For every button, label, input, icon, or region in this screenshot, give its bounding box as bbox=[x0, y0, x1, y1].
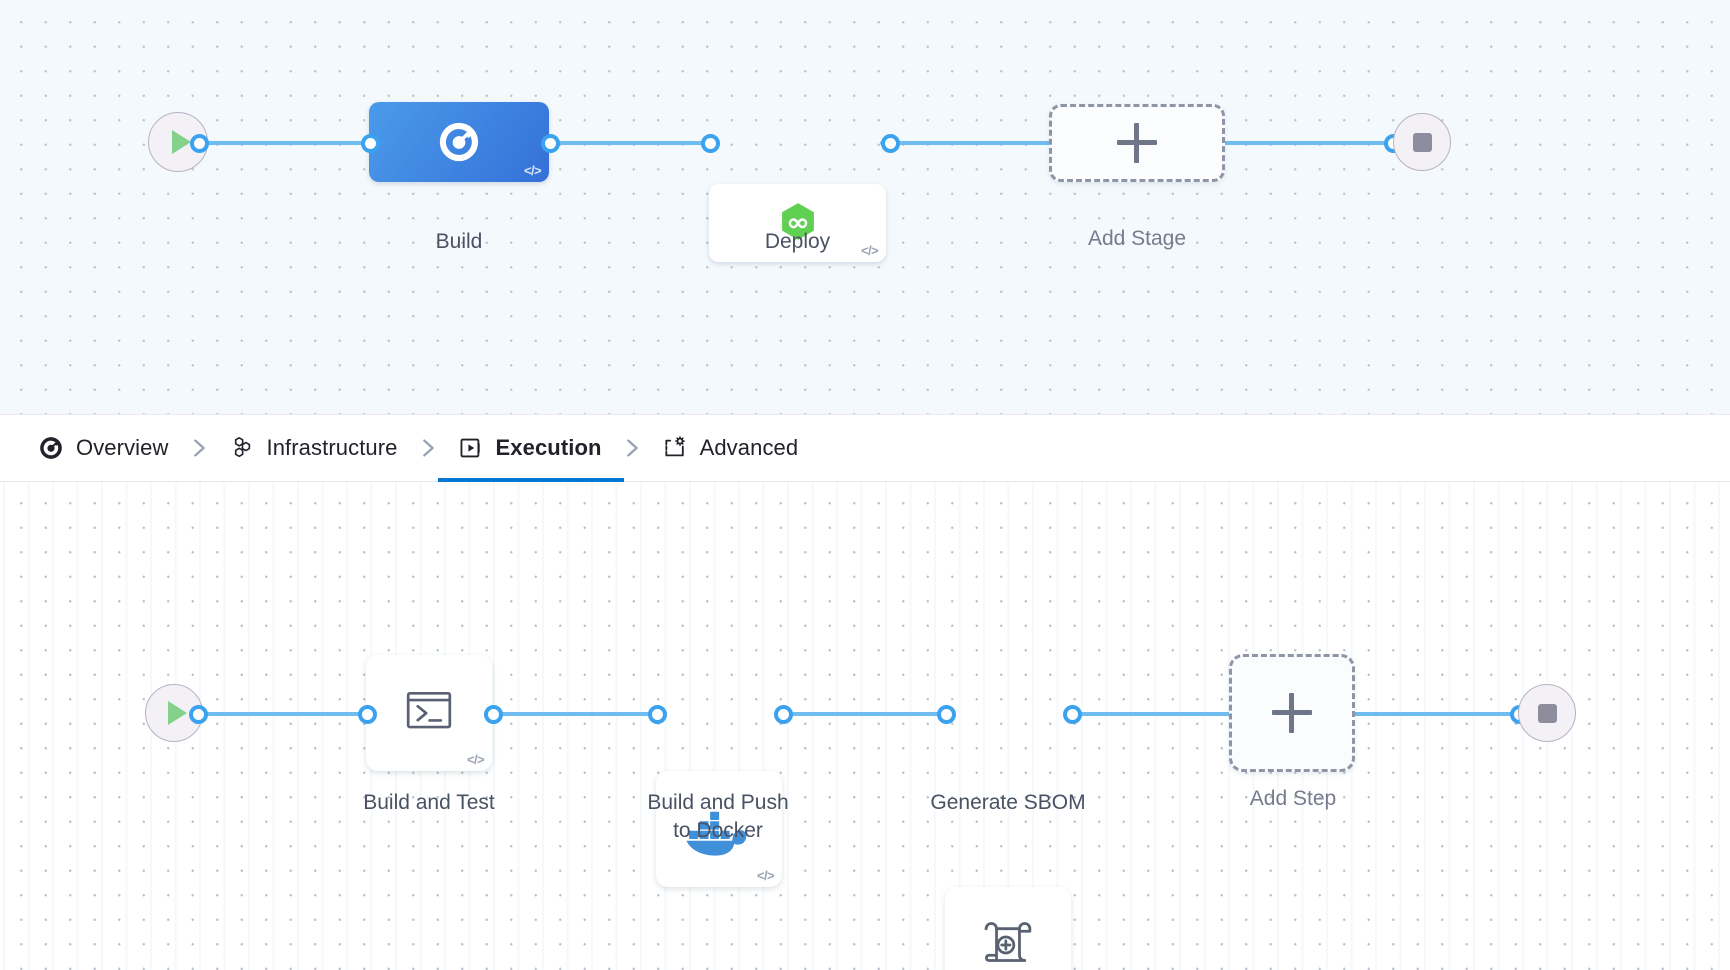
add-step-label: Add Step bbox=[1249, 787, 1337, 810]
stop-icon bbox=[1537, 703, 1557, 723]
terminal-icon bbox=[406, 691, 452, 729]
tab-advanced[interactable]: Advanced bbox=[658, 415, 803, 482]
stage-config-tabs: Overview Infrastructure bbox=[0, 415, 1730, 482]
step-node-generate-sbom[interactable]: </> bbox=[945, 887, 1071, 970]
tab-separator bbox=[606, 435, 658, 461]
port-deploy-in[interactable] bbox=[701, 134, 720, 153]
tab-separator bbox=[402, 435, 454, 461]
stage-label-deploy: Deploy bbox=[764, 230, 831, 253]
port-deploy-out[interactable] bbox=[881, 134, 900, 153]
play-icon bbox=[171, 130, 191, 154]
edge-sbom-to-addstep bbox=[1070, 712, 1230, 716]
port-docker-in[interactable] bbox=[648, 705, 667, 724]
tab-label: Overview bbox=[76, 435, 169, 460]
edge-build-to-deploy bbox=[540, 141, 715, 145]
edge-addstep-to-end bbox=[1352, 712, 1522, 716]
chevron-right-icon bbox=[422, 439, 434, 457]
stop-icon bbox=[1412, 132, 1432, 152]
harness-ci-icon bbox=[439, 122, 479, 162]
stage-node-deploy[interactable]: </> bbox=[709, 184, 886, 262]
port-sbom-in[interactable] bbox=[937, 705, 956, 724]
tab-overview[interactable]: Overview bbox=[34, 415, 173, 482]
step-label-build-and-test: Build and Test bbox=[363, 791, 495, 814]
code-badge-icon[interactable]: </> bbox=[861, 243, 879, 258]
edge-start-to-buildtest bbox=[200, 712, 375, 716]
add-stage-button[interactable] bbox=[1049, 104, 1225, 182]
plus-icon bbox=[1117, 123, 1157, 163]
port-buildtest-in[interactable] bbox=[358, 705, 377, 724]
execution-end-node[interactable] bbox=[1518, 684, 1576, 742]
harness-ci-icon bbox=[40, 437, 62, 459]
step-node-build-and-test[interactable]: </> bbox=[366, 655, 492, 771]
tab-separator bbox=[173, 435, 225, 461]
tab-label: Execution bbox=[495, 435, 602, 460]
step-label-generate-sbom: Generate SBOM bbox=[930, 791, 1086, 814]
edge-docker-to-sbom bbox=[783, 712, 953, 716]
pipeline-end-node[interactable] bbox=[1393, 113, 1451, 171]
port-buildtest-out[interactable] bbox=[484, 705, 503, 724]
chevron-right-icon bbox=[193, 439, 205, 457]
play-icon bbox=[167, 701, 187, 725]
port-docker-out[interactable] bbox=[774, 705, 793, 724]
card-gear-icon bbox=[664, 436, 685, 457]
edge-deploy-to-add bbox=[880, 141, 1070, 145]
hexagons-icon bbox=[234, 437, 250, 458]
plus-icon bbox=[1272, 693, 1312, 733]
tab-infrastructure[interactable]: Infrastructure bbox=[225, 415, 402, 482]
add-stage-label: Add Stage bbox=[1087, 227, 1187, 250]
step-node-build-and-push-to-docker[interactable]: </> bbox=[656, 771, 782, 887]
code-badge-icon[interactable]: </> bbox=[524, 163, 542, 178]
stage-canvas[interactable]: </> Build </> Deploy Add Stage bbox=[0, 0, 1730, 415]
tab-label: Advanced bbox=[699, 435, 799, 460]
code-badge-icon[interactable]: </> bbox=[757, 868, 775, 883]
harness-cd-icon bbox=[781, 203, 814, 240]
stage-node-build[interactable]: </> bbox=[369, 102, 549, 182]
port-build-out[interactable] bbox=[541, 134, 560, 153]
sbom-scroll-icon bbox=[984, 922, 1032, 962]
step-label-build-and-push-to-docker: Build and Push to Docker bbox=[647, 791, 789, 842]
tab-label: Infrastructure bbox=[266, 435, 398, 460]
docker-icon bbox=[686, 811, 747, 856]
stage-label-build: Build bbox=[435, 230, 483, 253]
play-box-icon bbox=[460, 438, 480, 458]
chevron-right-icon bbox=[626, 439, 638, 457]
code-badge-icon[interactable]: </> bbox=[467, 752, 485, 767]
edge-add-to-end bbox=[1222, 141, 1402, 145]
port-exec-start-out[interactable] bbox=[189, 705, 208, 724]
add-step-button[interactable] bbox=[1229, 654, 1355, 772]
port-build-in[interactable] bbox=[361, 134, 380, 153]
port-sbom-out[interactable] bbox=[1063, 705, 1082, 724]
port-start-out[interactable] bbox=[190, 134, 209, 153]
edge-buildtest-to-docker bbox=[494, 712, 664, 716]
execution-canvas[interactable]: </> Build and Test </> bbox=[0, 482, 1730, 970]
edge-start-to-build bbox=[205, 141, 375, 145]
tab-execution[interactable]: Execution bbox=[437, 415, 624, 482]
